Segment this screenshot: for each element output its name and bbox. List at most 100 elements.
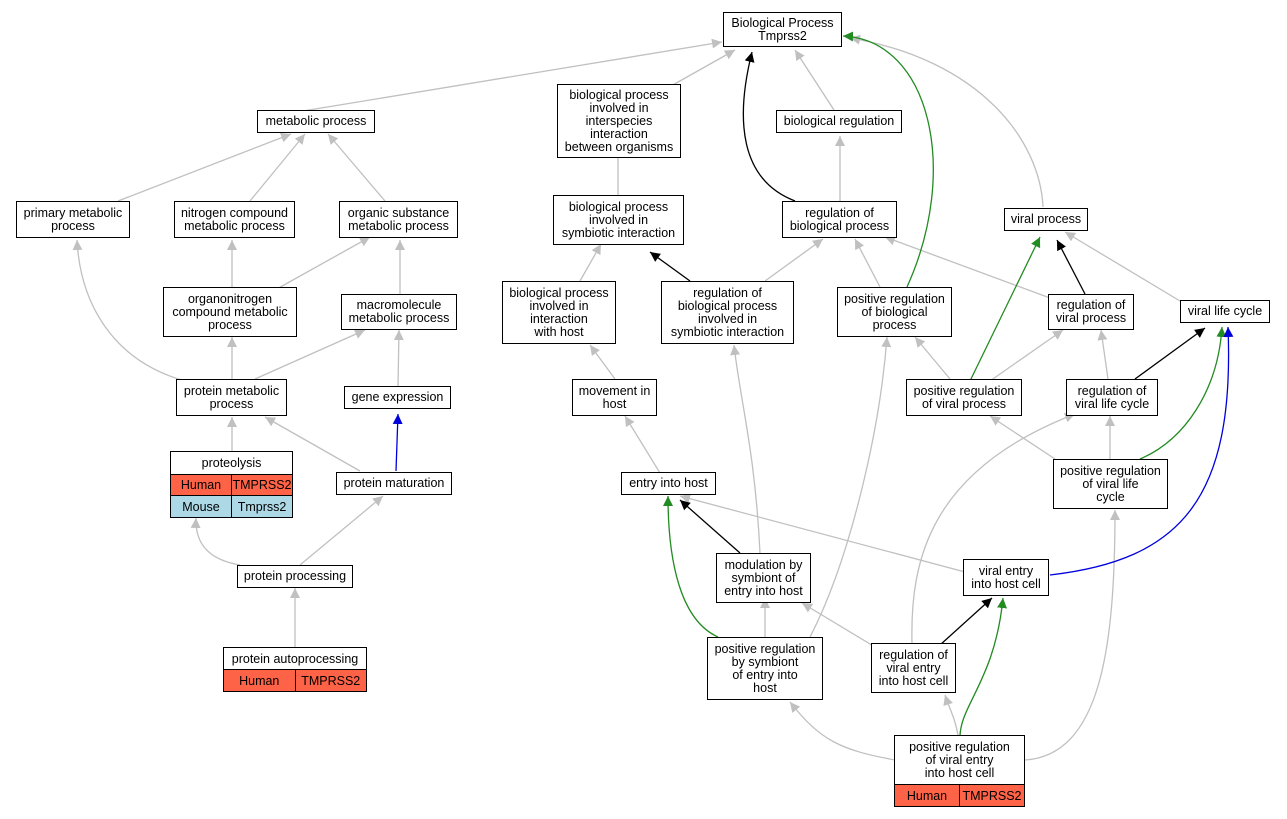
edge xyxy=(624,415,661,474)
node-label: entry into host xyxy=(629,476,708,490)
node-label: biological regulation xyxy=(783,114,895,128)
node-label: positive regulation by symbiont of entry… xyxy=(714,641,816,695)
species-cell: Human xyxy=(239,673,280,688)
node-label: regulation of biological process involve… xyxy=(670,285,785,339)
node-organonitrogen[interactable]: organonitrogen compound metabolic proces… xyxy=(163,287,297,337)
edge xyxy=(842,31,934,288)
edge xyxy=(393,329,404,387)
edge xyxy=(989,415,1056,460)
gene-cell: TMPRSS2 xyxy=(294,670,367,691)
node-regulation-viral-entry[interactable]: regulation of viral entry into host cell xyxy=(871,643,956,693)
node-biological-process[interactable]: Biological Process Tmprss2 xyxy=(723,12,842,47)
edge xyxy=(884,235,1051,299)
node-label: proteolysis xyxy=(171,452,292,475)
edge xyxy=(939,597,993,646)
node-bp-interaction-with-host[interactable]: biological process involved in interacti… xyxy=(502,281,616,344)
node-positive-regulation-viral-life-cycle[interactable]: positive regulation of viral life cycle xyxy=(1053,459,1168,509)
node-macromolecule-metabolic[interactable]: macromolecule metabolic process xyxy=(341,294,457,330)
species-cell: Human xyxy=(906,788,948,803)
node-biological-regulation[interactable]: biological regulation xyxy=(776,110,902,133)
node-metabolic-process[interactable]: metabolic process xyxy=(257,110,375,133)
node-proteolysis[interactable]: proteolysis Human TMPRSS2 Mouse Tmprss2 xyxy=(170,451,293,518)
edge xyxy=(764,238,824,282)
edge xyxy=(649,251,691,282)
edge xyxy=(589,344,616,380)
edge xyxy=(914,336,951,380)
node-protein-processing[interactable]: protein processing xyxy=(237,565,353,588)
node-modulation-by-symbiont[interactable]: modulation by symbiont of entry into hos… xyxy=(716,553,811,603)
node-positive-regulation-viral-entry[interactable]: positive regulation of viral entry into … xyxy=(894,735,1025,807)
node-label: movement in host xyxy=(578,383,651,411)
edge xyxy=(969,236,1041,382)
node-label: metabolic process xyxy=(265,114,367,128)
edge xyxy=(794,49,835,111)
node-label: nitrogen compound metabolic process xyxy=(180,205,289,233)
edge xyxy=(579,243,602,282)
node-label: protein processing xyxy=(243,569,347,583)
node-label: viral process xyxy=(1010,212,1082,226)
node-positive-regulation-by-symbiont[interactable]: positive regulation by symbiont of entry… xyxy=(707,637,823,700)
edge xyxy=(849,34,1044,208)
edge xyxy=(274,236,371,291)
edge xyxy=(679,493,966,573)
edge xyxy=(1097,329,1109,380)
node-label: protein metabolic process xyxy=(183,383,280,411)
node-positive-regulation-viral-process[interactable]: positive regulation of viral process xyxy=(906,379,1022,416)
node-gene-expression[interactable]: gene expression xyxy=(344,386,451,409)
node-positive-regulation-bp[interactable]: positive regulation of biological proces… xyxy=(837,287,952,337)
node-regulation-bp-symbiotic[interactable]: regulation of biological process involve… xyxy=(661,281,794,344)
edge xyxy=(392,413,403,472)
edge xyxy=(730,344,761,554)
node-label: regulation of viral life cycle xyxy=(1074,383,1150,411)
node-movement-in-host[interactable]: movement in host xyxy=(572,379,657,416)
node-label: protein autoprocessing xyxy=(224,648,366,671)
edge xyxy=(249,133,306,202)
gene-cell: TMPRSS2 xyxy=(959,785,1024,806)
node-viral-life-cycle[interactable]: viral life cycle xyxy=(1180,300,1270,323)
edge xyxy=(190,517,241,566)
node-entry-into-host[interactable]: entry into host xyxy=(621,472,716,495)
gene-cell: TMPRSS2 xyxy=(231,474,292,496)
edge xyxy=(1064,231,1181,302)
node-protein-maturation[interactable]: protein maturation xyxy=(336,472,452,495)
edge xyxy=(1056,239,1086,295)
node-bp-interspecies[interactable]: biological process involved in interspec… xyxy=(557,84,681,158)
node-label: positive regulation of viral process xyxy=(913,383,1015,411)
annotation-row: Human TMPRSS2 xyxy=(171,474,292,497)
node-label: positive regulation of viral entry into … xyxy=(909,739,1010,780)
node-regulation-viral-life-cycle[interactable]: regulation of viral life cycle xyxy=(1066,379,1158,416)
node-nitrogen-compound-metabolic[interactable]: nitrogen compound metabolic process xyxy=(174,201,295,238)
node-label: gene expression xyxy=(351,390,444,404)
node-bp-symbiotic[interactable]: biological process involved in symbiotic… xyxy=(553,195,684,245)
node-label: organonitrogen compound metabolic proces… xyxy=(172,291,288,332)
node-regulation-of-bp[interactable]: regulation of biological process xyxy=(782,201,897,238)
edge xyxy=(854,238,881,288)
edge xyxy=(663,495,719,638)
node-viral-process[interactable]: viral process xyxy=(1004,208,1088,231)
node-label: organic substance metabolic process xyxy=(347,205,450,233)
edge xyxy=(809,336,892,638)
edge xyxy=(327,133,386,202)
node-label: regulation of viral entry into host cell xyxy=(878,647,949,688)
edge xyxy=(911,412,1076,644)
node-protein-metabolic[interactable]: protein metabolic process xyxy=(176,379,287,416)
node-regulation-of-viral-process[interactable]: regulation of viral process xyxy=(1048,294,1134,330)
edge xyxy=(1049,326,1234,576)
edge xyxy=(254,329,366,380)
node-viral-entry-into-host-cell[interactable]: viral entry into host cell xyxy=(963,559,1049,596)
edge xyxy=(299,495,384,566)
node-primary-metabolic[interactable]: primary metabolic process xyxy=(16,201,130,238)
edge xyxy=(302,38,723,112)
edge xyxy=(943,694,959,736)
annotation-row: Human TMPRSS2 xyxy=(895,785,1024,806)
node-label: positive regulation of viral life cycle xyxy=(1060,463,1161,504)
node-organic-substance-metabolic[interactable]: organic substance metabolic process xyxy=(339,201,458,238)
node-label: primary metabolic process xyxy=(23,205,123,233)
edge xyxy=(1139,326,1227,460)
node-protein-autoprocessing[interactable]: protein autoprocessing Human TMPRSS2 xyxy=(223,647,367,692)
edge xyxy=(989,329,1064,382)
node-label: macromolecule metabolic process xyxy=(348,298,450,325)
node-label: biological process involved in interacti… xyxy=(509,285,609,339)
node-label: viral entry into host cell xyxy=(971,563,1041,591)
annotation-row: Human TMPRSS2 xyxy=(224,670,366,691)
